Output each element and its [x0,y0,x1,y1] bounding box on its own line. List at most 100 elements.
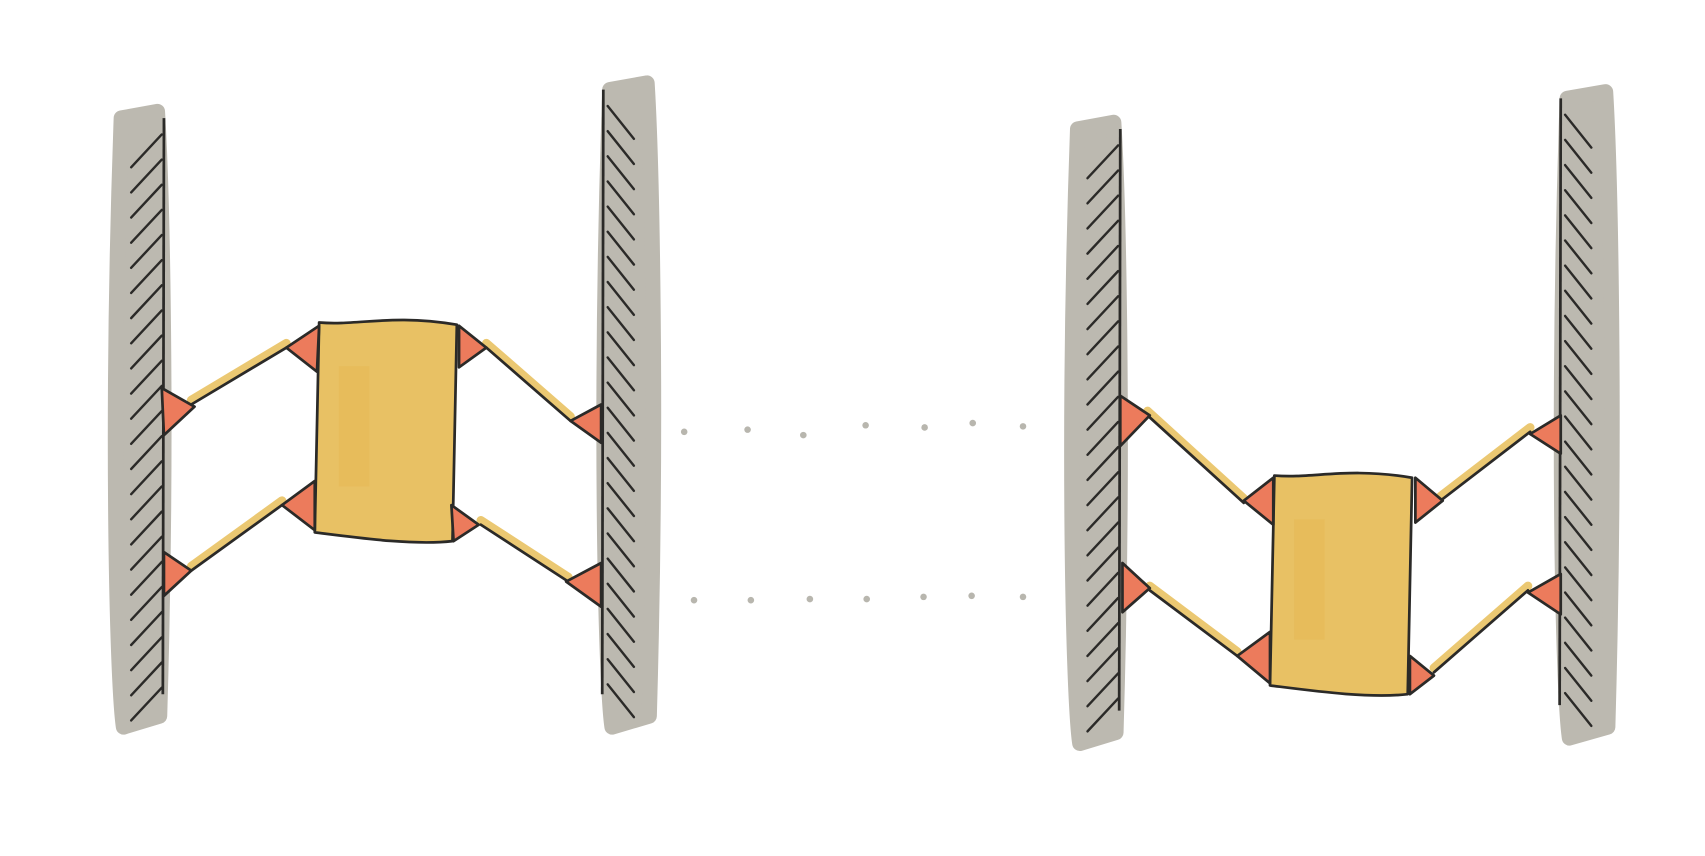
anchor-triangle [564,561,603,609]
hatch-line [606,155,636,191]
hatch-line [1086,295,1120,331]
hatch-line [129,485,163,521]
hatch-line [1563,616,1593,652]
spring-glow [481,338,575,421]
hatch-line [606,129,636,166]
hatch-line [1563,515,1593,552]
transition-dot [921,424,928,431]
hatch-line [1563,465,1593,501]
hatch-line [606,482,636,518]
hatch-line [1563,264,1593,300]
left-wall [107,103,172,735]
hatch-line [606,632,636,669]
hatch-line [129,233,163,270]
hatch-line [606,406,636,442]
hatch-line [129,560,163,596]
hatch-line [606,456,636,493]
mass-block [313,318,459,544]
anchor-triangle [160,386,196,437]
hatch-line [1563,440,1593,476]
anchor-triangle [1118,394,1152,448]
transition-dot [920,593,927,601]
transition-dot [1019,593,1027,601]
transition-dots [680,419,1027,604]
hatch-line [1563,314,1593,350]
wall-fill [1064,114,1128,752]
hatch-line [129,133,163,169]
hatch-line [129,334,163,370]
hatch-line [606,683,636,719]
transition-dot [863,595,870,603]
transition-dot [680,428,688,436]
wall-fill [1553,84,1620,746]
spring-glow [186,496,287,571]
spring-glow [1143,406,1249,503]
transition-dot [690,596,698,604]
anchor-triangle [1121,561,1152,614]
hatch-line [1563,365,1593,401]
anchor-triangle [1528,414,1563,456]
left-wall [1064,114,1128,752]
anchor-triangle [1414,476,1445,524]
hatch-line [1563,641,1593,677]
hatch-line [1563,113,1593,149]
hatch-line [1086,269,1120,306]
hatch-line [1563,415,1593,451]
hatch-line [129,359,163,395]
hatch-line [1563,390,1593,426]
transition-dot [744,426,751,433]
anchor-triangle [162,550,193,598]
hatch-line [1563,566,1593,602]
scene-before [107,75,662,735]
hatch-line [129,434,163,471]
hatch-line [1563,138,1593,174]
transition-dot [800,431,807,439]
spring-line [1146,414,1246,505]
hatch-line [606,607,636,643]
spring-line [1432,588,1530,674]
spring-line [1439,430,1532,503]
spring-glow [1436,423,1535,501]
hatch-line [606,205,636,241]
spring-glow [476,516,573,582]
transition-dot [968,592,975,600]
hatch-line [1086,370,1120,406]
hatch-line [1086,244,1120,280]
mass-block-shading [338,366,370,487]
hatch-line [1563,591,1593,627]
hatch-line [129,460,163,496]
hatch-line [129,611,163,647]
spring-line [479,523,570,583]
spring-line [189,503,284,573]
mass-block [1268,471,1414,697]
hatch-line [129,409,163,446]
hatch-line [606,557,636,593]
hatch-line [129,258,163,295]
transition-dot [1019,423,1027,430]
hatch-line [1563,691,1593,728]
hatch-line [1086,219,1120,255]
hatch-line [1086,596,1120,632]
hatch-line [606,305,636,342]
hatch-line [129,208,163,244]
hatch-line [129,636,163,672]
hatch-line [1563,541,1593,577]
hatch-line [1086,546,1120,582]
anchor-triangle [280,479,317,532]
anchor-triangle [450,503,481,543]
hatch-line [1086,571,1120,607]
anchor-triangle [569,403,603,445]
hatch-line [606,582,636,618]
mass-block-shading [1294,519,1325,640]
hatch-line [606,356,636,392]
transition-dot [747,596,755,604]
spring-glow [186,338,291,405]
hatch-line [606,331,636,367]
hatch-line [129,284,163,320]
hatch-line [1563,189,1593,225]
hatch-line [129,183,163,219]
hatch-line [129,384,163,420]
spring-glow [1429,581,1533,673]
hatch-line [1086,420,1120,456]
hatch-line [1086,345,1120,381]
